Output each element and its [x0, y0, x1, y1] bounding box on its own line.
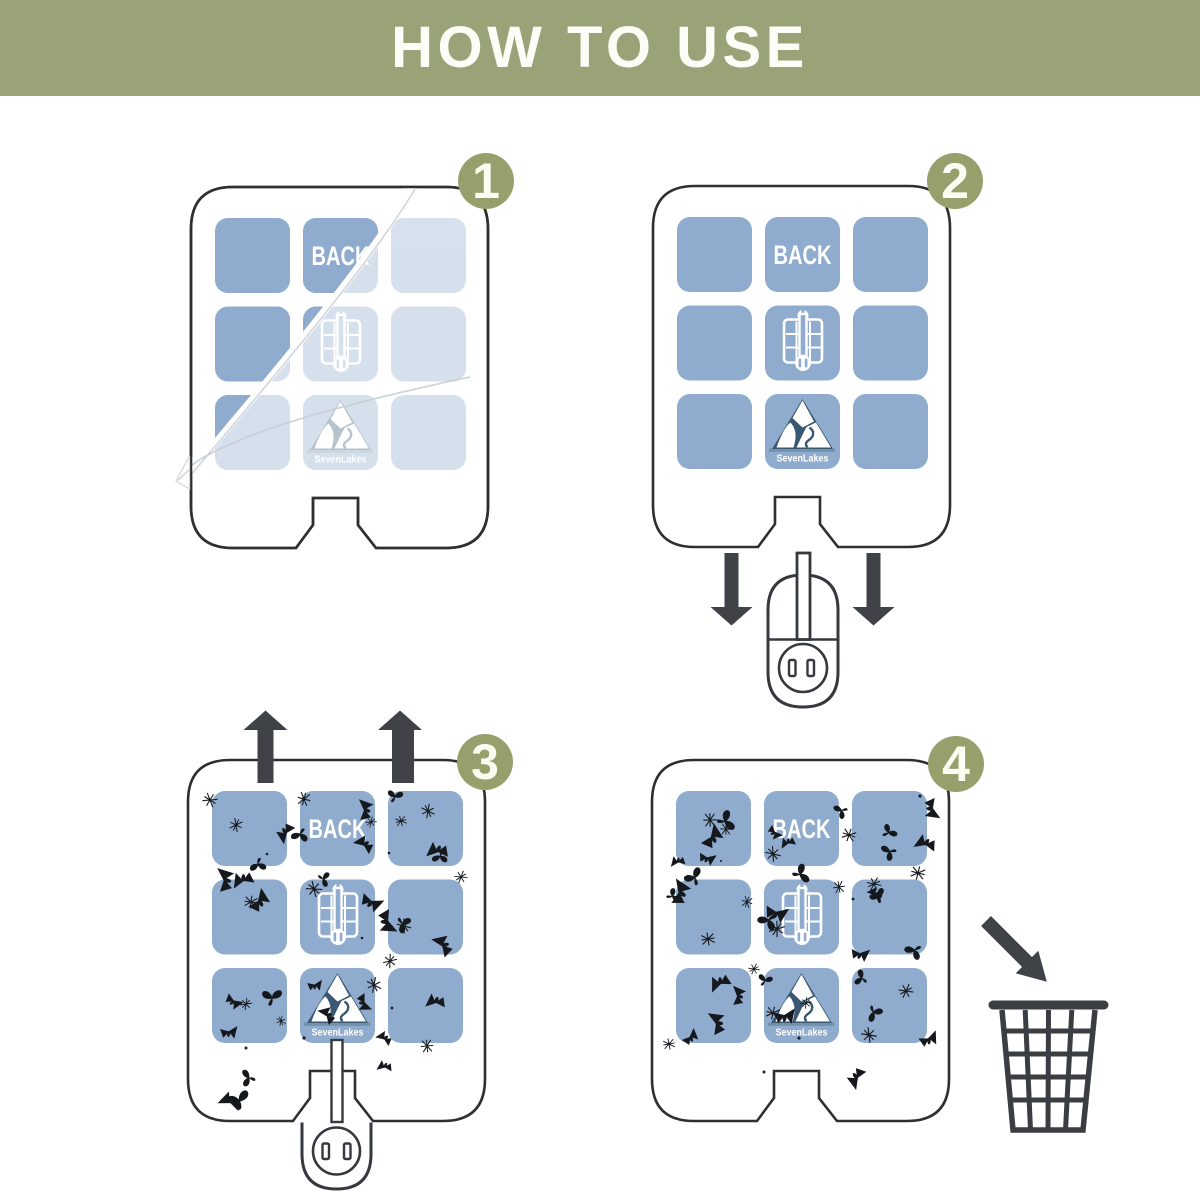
svg-text:3: 3 — [471, 734, 499, 790]
svg-text:4: 4 — [942, 736, 970, 792]
svg-text:HOW TO USE: HOW TO USE — [391, 15, 809, 80]
svg-text:1: 1 — [472, 153, 500, 209]
svg-text:2: 2 — [941, 153, 969, 209]
